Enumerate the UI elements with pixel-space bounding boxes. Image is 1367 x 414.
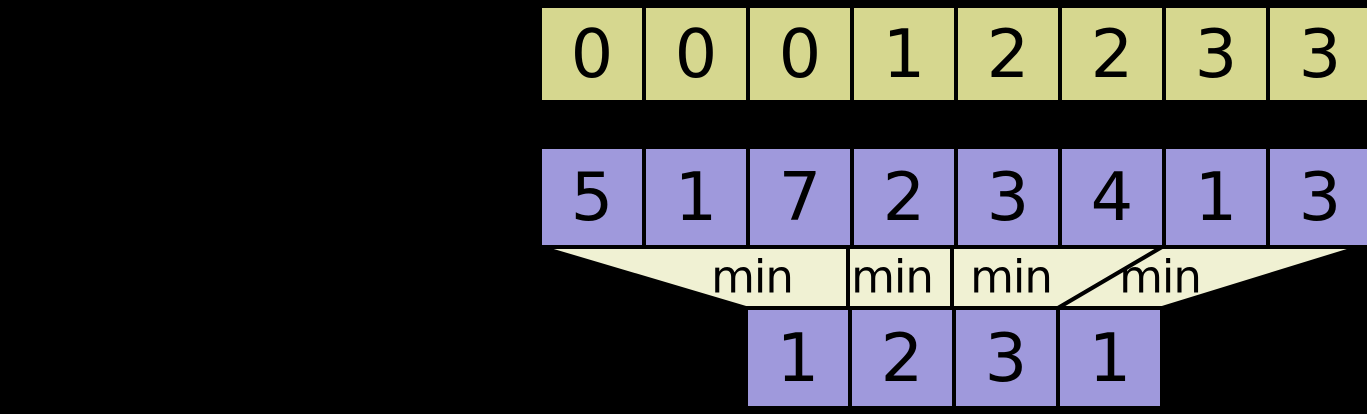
top-array-cell: 0 [746, 4, 850, 104]
source-array-cell: 1 [642, 145, 746, 249]
top-array-cell: 3 [1266, 4, 1367, 104]
top-array-cell: 0 [642, 4, 746, 104]
min-operator-label: min [1119, 250, 1202, 304]
min-funnel-1 [539, 245, 850, 310]
block-min-cell: 3 [952, 306, 1056, 410]
source-array-cell: 3 [954, 145, 1058, 249]
min-operator-label: min [970, 250, 1053, 304]
top-array-cell: 3 [1162, 4, 1266, 104]
block-min-cell: 2 [848, 306, 952, 410]
top-array-cell: 2 [954, 4, 1058, 104]
min-operator-label: min [851, 250, 934, 304]
source-array-cell: 5 [538, 145, 642, 249]
min-operator-label: min [711, 250, 794, 304]
top-array-cell: 0 [538, 4, 642, 104]
min-funnel-4 [1050, 245, 1361, 310]
source-array-cell: 3 [1266, 145, 1367, 249]
block-min-cell: 1 [1056, 306, 1164, 410]
source-array-cell: 1 [1162, 145, 1266, 249]
source-array-cell: 4 [1058, 145, 1162, 249]
source-array-cell: 7 [746, 145, 850, 249]
block-min-cell: 1 [744, 306, 848, 410]
top-array-cell: 1 [850, 4, 954, 104]
source-array-cell: 2 [850, 145, 954, 249]
top-array-cell: 2 [1058, 4, 1162, 104]
